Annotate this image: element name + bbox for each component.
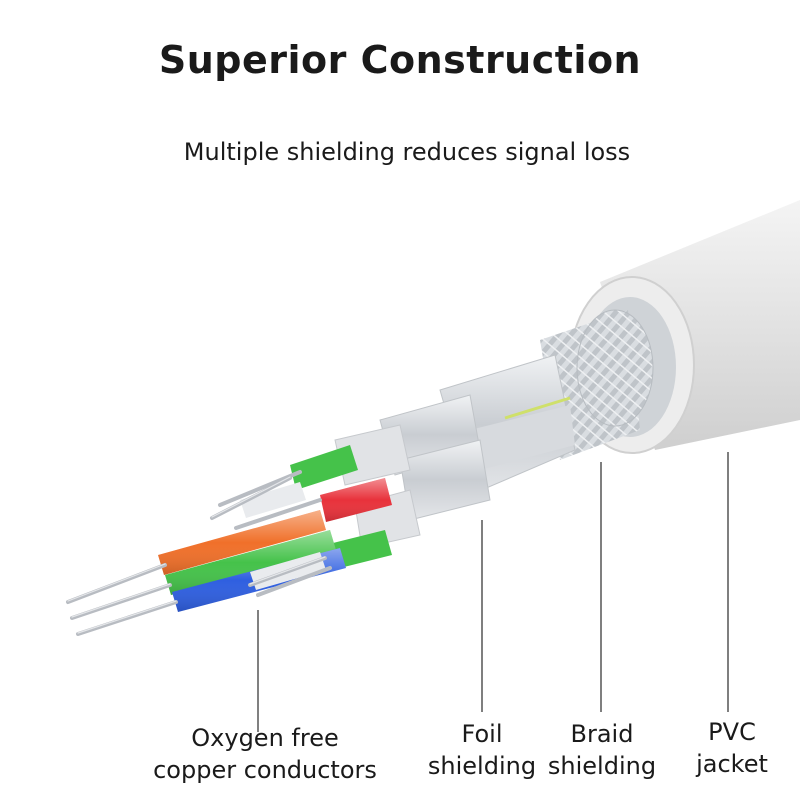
label-foil-shielding-line2: shielding <box>427 752 537 780</box>
label-copper-conductors-line1: Oxygen free <box>191 724 339 752</box>
label-braid-shielding-line2: shielding <box>547 752 657 780</box>
label-pvc-jacket-line2: jacket <box>696 750 768 778</box>
label-braid-shielding: Braid shielding <box>542 718 662 782</box>
label-copper-conductors: Oxygen free copper conductors <box>140 722 390 786</box>
page-subtitle: Multiple shielding reduces signal loss <box>183 138 631 166</box>
label-pvc-jacket-line1: PVC <box>708 718 756 746</box>
label-pvc-jacket: PVC jacket <box>682 716 782 780</box>
label-foil-shielding: Foil shielding <box>422 718 542 782</box>
label-braid-shielding-line1: Braid <box>570 720 634 748</box>
copper-conductors <box>66 445 392 636</box>
page-title: Superior Construction <box>158 38 642 82</box>
label-copper-conductors-line2: copper conductors <box>153 756 377 784</box>
foil-shielding <box>334 354 576 549</box>
label-foil-shielding-line1: Foil <box>461 720 503 748</box>
pointer-lines <box>257 452 729 732</box>
